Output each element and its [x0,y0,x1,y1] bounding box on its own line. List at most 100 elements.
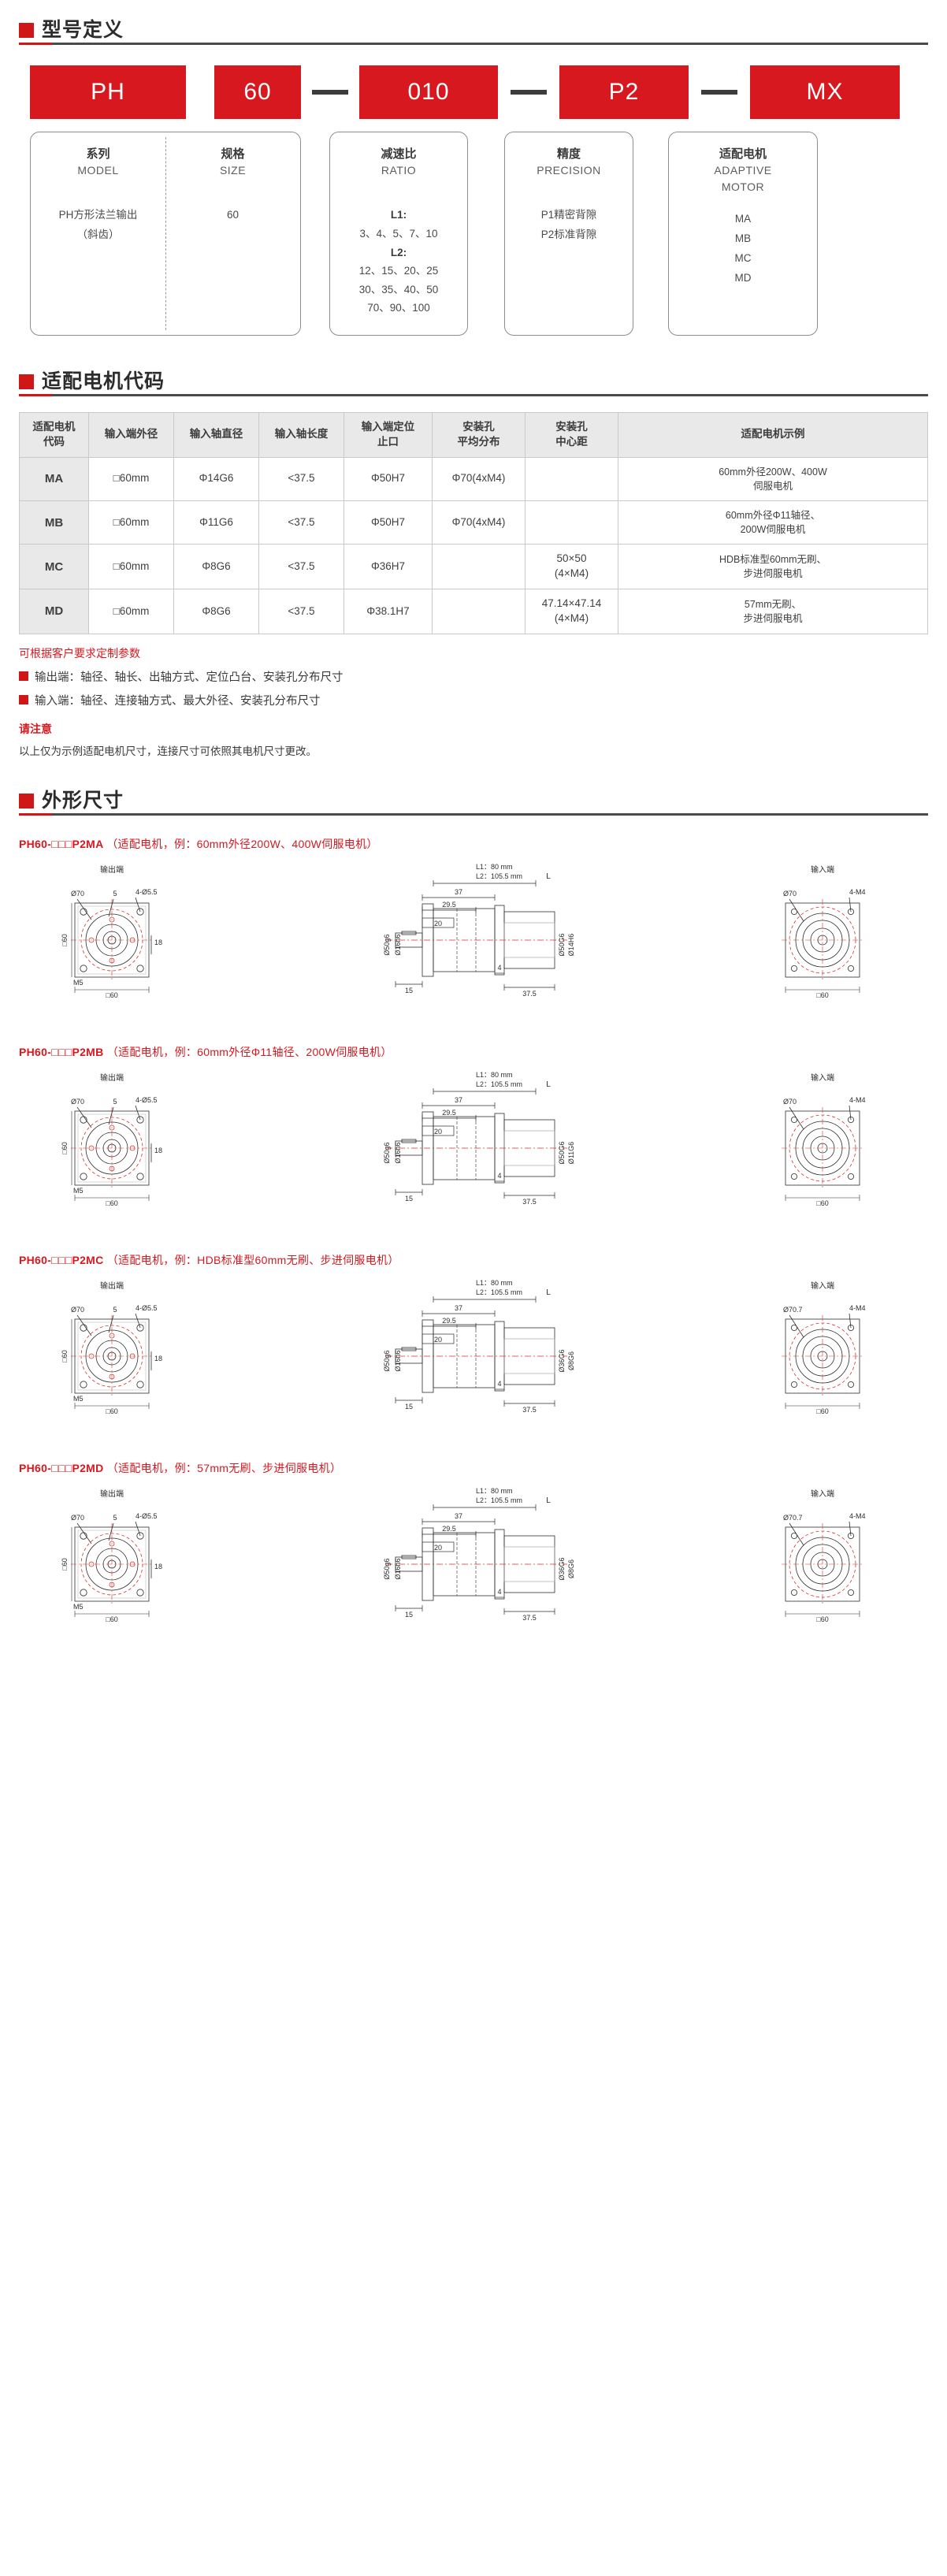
section-underline [19,812,928,816]
cell-motor-code: MA [19,456,89,502]
label-dim-4: 4 [497,1172,501,1180]
label-dim-18: 18 [154,1147,162,1154]
th-motor-code: 适配电机 代码 [19,412,89,458]
leader-od [76,1106,92,1128]
label-dim-37: 37 [455,1304,462,1312]
cell-pilot: Φ38.1H7 [344,589,433,634]
definition-col-ratio: 减速比 RATIO L1: 3、4、5、7、10 L2: 12、15、20、25… [330,132,467,335]
ratio-l2-values-1: 12、15、20、25 [358,265,439,277]
tapped-hole-m4 [848,1173,855,1180]
leader-od [76,898,92,920]
definition-body: P1精密背隙 P2标准背隙 [510,206,628,245]
definition-label-cn: 减速比 [381,147,417,161]
tapped-hole-m4 [790,908,797,915]
tapped-hole-m4 [790,1116,797,1123]
cell-hole-pattern [432,544,525,590]
leader-od [789,1314,804,1338]
section-header-model-definition: 型号定义 [19,20,928,45]
ratio-group-l1-label: L1: [390,209,407,221]
section-underline [19,43,928,45]
code-box-ratio: 010 [359,65,498,119]
definition-label-en: MODEL [77,164,119,177]
definition-label-cn: 规格 [221,147,245,161]
label-dim-37-5: 37.5 [522,990,537,998]
cell-shaft-len: <37.5 [258,589,344,634]
label-dim-29-5: 29.5 [442,1525,456,1533]
definition-card-adaptive-motor: 适配电机 ADAPTIVE MOTOR MA MB MC MD [668,132,818,336]
cell-example: 57mm无刷、 步进伺服电机 [618,589,928,634]
cell-example: 60mm外径Φ11轴径、 200W伺服电机 [618,500,928,545]
label-dim-37: 37 [455,1512,462,1520]
ratio-group-l2-label: L2: [390,246,407,258]
leader-dim5 [108,1522,114,1541]
definition-col-motor: 适配电机 ADAPTIVE MOTOR MA MB MC MD [669,132,817,335]
label-dim-37: 37 [455,888,462,896]
cell-shaft-dia: Φ8G6 [173,589,259,634]
definition-label-en: PRECISION [537,164,601,177]
label-input-pilot-diameter: Ø50G6 [558,933,566,956]
label-l1: L1：80 mm [476,1487,513,1495]
custom-params-input-text: 输入端：轴径、连接轴方式、最大外径、安装孔分布尺寸 [35,694,321,708]
label-l1: L1：80 mm [476,863,513,871]
definition-body-line: PH方形法兰输出 [58,209,138,221]
tapped-hole-m4 [790,1173,797,1180]
dimension-block-title: PH60-□□□P2MC （适配电机，例：HDB标准型60mm无刷、步进伺服电机… [19,1252,928,1268]
label-output-end: 输出端 [100,1281,124,1291]
dimension-block-2mc: PH60-□□□P2MC （适配电机，例：HDB标准型60mm无刷、步进伺服电机… [19,1252,928,1440]
label-dim-4: 4 [497,1588,501,1596]
label-square-60-left: □60 [61,1142,69,1154]
code-box-model: PH [30,65,186,119]
cell-hole-center [525,500,618,545]
th-input-od: 输入端外径 [88,412,174,458]
label-output-end: 输出端 [100,864,124,875]
cell-motor-code: MB [19,500,89,545]
dim-box-20 [422,1541,455,1552]
mounting-hole [80,1381,87,1388]
leader-dim5 [108,898,114,916]
ratio-l2-values-2: 30、35、40、50 [358,283,439,296]
dimension-model-code: PH60-□□□P2MA [19,837,104,850]
label-square-60: □60 [816,1615,828,1623]
table-row: MB □60mm Φ11G6 <37.5 Φ50H7 Φ70(4xM4) 60m… [19,500,928,545]
ratio-l1-values: 3、4、5、7、10 [359,227,438,240]
label-input-end: 输入端 [811,1489,834,1499]
tapped-hole-m5 [88,937,95,943]
label-input-pilot-diameter: Ø36G6 [558,1557,566,1580]
label-pilot-diameter: Ø50g6 [383,934,391,955]
label-input-outer-diameter: Ø70.7 [783,1514,803,1522]
motor-code-ma: MA [734,213,752,225]
mounting-hole [80,1589,87,1597]
label-input-outer-diameter: Ø70 [783,890,797,898]
label-dim-29-5: 29.5 [442,1109,456,1117]
definition-cards-row: 系列 MODEL PH方形法兰输出 （斜齿） 规格 SIZE 60 减速比 RA… [19,132,928,336]
label-dim-15: 15 [405,1403,413,1411]
table-row: MD □60mm Φ8G6 <37.5 Φ38.1H7 47.14×47.14 … [19,589,928,634]
label-square-60-bottom: □60 [106,1615,117,1623]
tapped-hole-m5 [109,1541,115,1547]
cell-hole-pattern: Φ70(4xM4) [432,456,525,502]
label-input-outer-diameter: Ø70 [783,1098,797,1106]
attention-title: 请注意 [19,722,52,735]
label-dim-18: 18 [154,939,162,946]
dimension-block-title: PH60-□□□P2MB （适配电机，例：60mm外径Φ11轴径、200W伺服电… [19,1044,928,1060]
dim-box-20 [422,917,455,928]
label-shaft-diameter: Ø16h6 [394,1350,402,1371]
definition-label-cn: 精度 [556,147,581,161]
tapped-hole-m4 [848,1381,855,1388]
definition-label-cn: 系列 [86,147,110,161]
label-shaft-diameter: Ø16h6 [394,934,402,955]
leader-holes [849,1521,852,1536]
label-outer-diameter: Ø70 [71,1098,84,1106]
label-dim-20: 20 [434,920,442,927]
label-input-tapped-holes: 4-M4 [849,1512,866,1520]
label-output-end: 输出端 [100,1072,124,1083]
cell-motor-code: MC [19,544,89,590]
